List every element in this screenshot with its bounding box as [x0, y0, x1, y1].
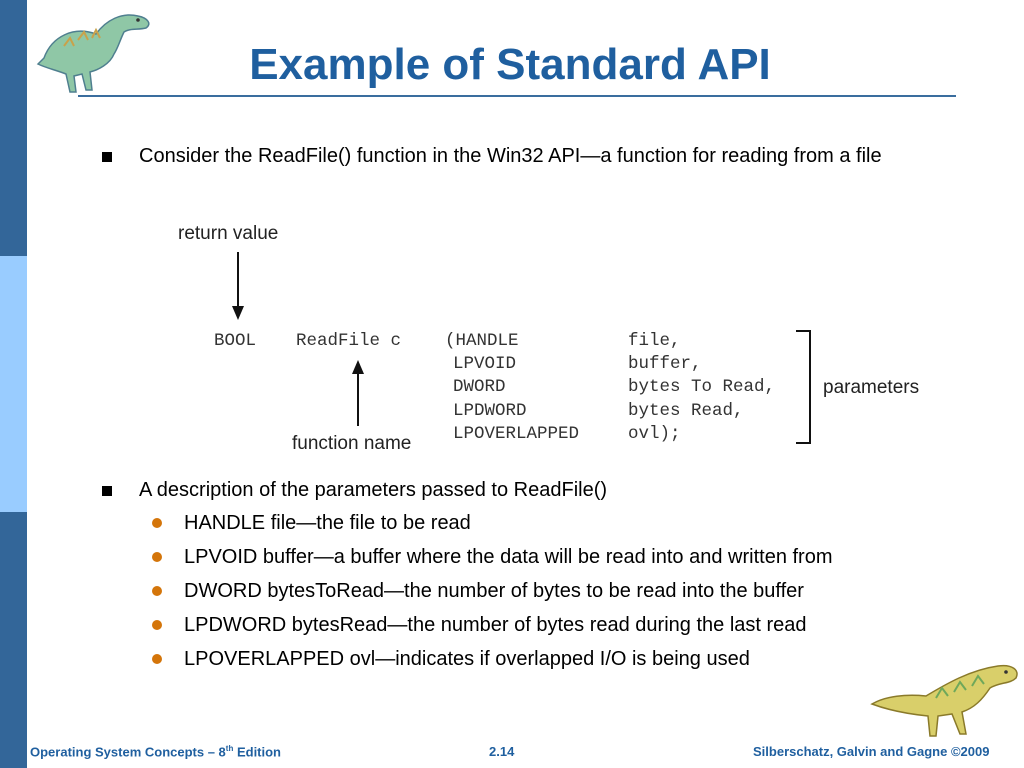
footer-edition-suffix: Edition — [233, 744, 282, 760]
sub-bullet-3-text: DWORD bytesToRead—the number of bytes to… — [184, 580, 804, 602]
function-name-label: function name — [292, 433, 412, 454]
orange-dot-bullet-icon — [152, 586, 162, 596]
param-name-0: file, — [628, 331, 681, 351]
param-type-2: DWORD — [453, 377, 506, 397]
footer-book-title: Operating System Concepts – 8th Edition — [30, 744, 281, 759]
bullet-2-text: A description of the parameters passed t… — [139, 479, 608, 501]
param-type-3: LPDWORD — [453, 401, 527, 421]
footer-page-number: 2.14 — [489, 744, 515, 759]
sub-bullet-1-text: HANDLE file—the file to be read — [184, 512, 471, 534]
square-bullet-icon — [102, 152, 112, 162]
square-bullet-icon — [102, 486, 112, 496]
function-name-code: ReadFile c — [296, 331, 402, 351]
title-divider — [78, 95, 956, 97]
bullet-1-text: Consider the ReadFile() function in the … — [139, 145, 882, 167]
sidebar-strip-top — [0, 0, 27, 256]
parameters-label: parameters — [823, 377, 920, 398]
sub-bullet-2-text: LPVOID buffer—a buffer where the data wi… — [184, 546, 833, 568]
sub-bullet-5-text: LPOVERLAPPED ovl—indicates if overlapped… — [184, 648, 750, 670]
orange-dot-bullet-icon — [152, 654, 162, 664]
footer-authors: Silberschatz, Galvin and Gagne ©2009 — [753, 744, 990, 759]
param-type-1: LPVOID — [453, 354, 517, 374]
orange-dot-bullet-icon — [152, 620, 162, 630]
sidebar-strip-middle — [0, 256, 27, 512]
param-name-2: bytes To Read, — [628, 377, 776, 397]
param-name-3: bytes Read, — [628, 401, 744, 421]
return-value-label: return value — [178, 223, 279, 244]
slide-title: Example of Standard API — [249, 40, 771, 89]
parameters-bracket — [796, 330, 811, 444]
dinosaur-logo-bottom-icon — [870, 664, 1018, 737]
orange-dot-bullet-icon — [152, 552, 162, 562]
return-value-arrow — [232, 252, 244, 320]
sub-bullet-4-text: LPDWORD bytesRead—the number of bytes re… — [184, 614, 807, 636]
sidebar-strip-bottom — [0, 512, 27, 768]
param-type-4: LPOVERLAPPED — [453, 424, 580, 444]
param-name-4: ovl); — [628, 424, 681, 444]
footer-edition-sup: th — [225, 744, 234, 753]
return-type: BOOL — [214, 331, 257, 351]
footer-book-text: Operating System Concepts – 8 — [30, 744, 226, 760]
orange-dot-bullet-icon — [152, 518, 162, 528]
param-name-1: buffer, — [628, 354, 702, 374]
dinosaur-logo-top-icon — [36, 14, 150, 93]
param-type-0: (HANDLE — [445, 331, 519, 351]
function-name-arrow — [352, 360, 364, 426]
